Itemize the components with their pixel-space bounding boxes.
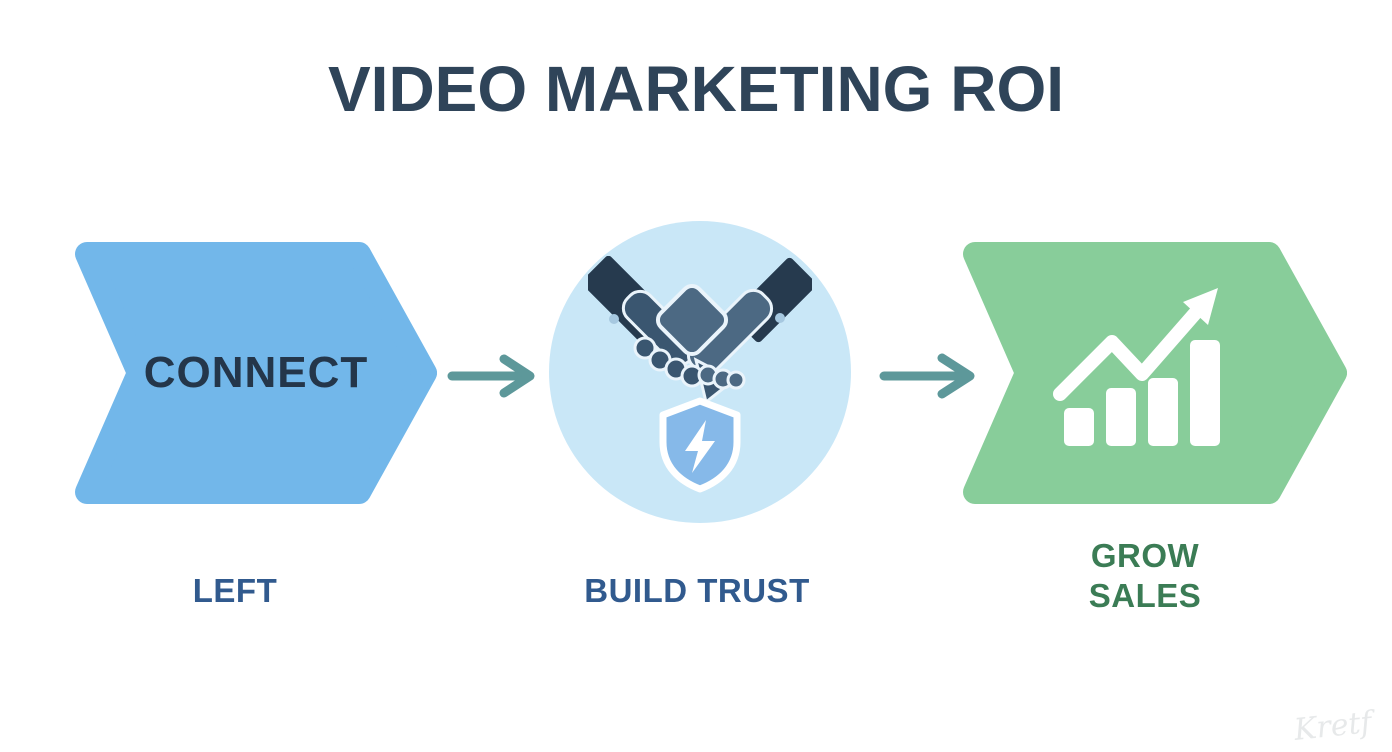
- connect-chevron-shape: [75, 242, 437, 504]
- bar-chart-growth-icon: [1053, 288, 1220, 446]
- caption-grow-line2: SALES: [1088, 577, 1202, 614]
- arrow-right-icon: [447, 354, 535, 398]
- caption-build-trust: BUILD TRUST: [584, 572, 810, 609]
- caption-grow-line1: GROW: [1090, 537, 1200, 574]
- caption-connect: LEFT: [192, 572, 278, 609]
- watermark-signature: Kretf: [1292, 705, 1374, 748]
- page-title: VIDEO MARKETING ROI: [327, 53, 1065, 125]
- caption-grow-sales: GROW SALES: [1030, 536, 1260, 616]
- shield-lightning-icon: [659, 397, 741, 493]
- connect-label: CONNECT: [143, 348, 369, 397]
- handshake-icon: [588, 256, 812, 405]
- arrow-right-icon: [879, 353, 975, 399]
